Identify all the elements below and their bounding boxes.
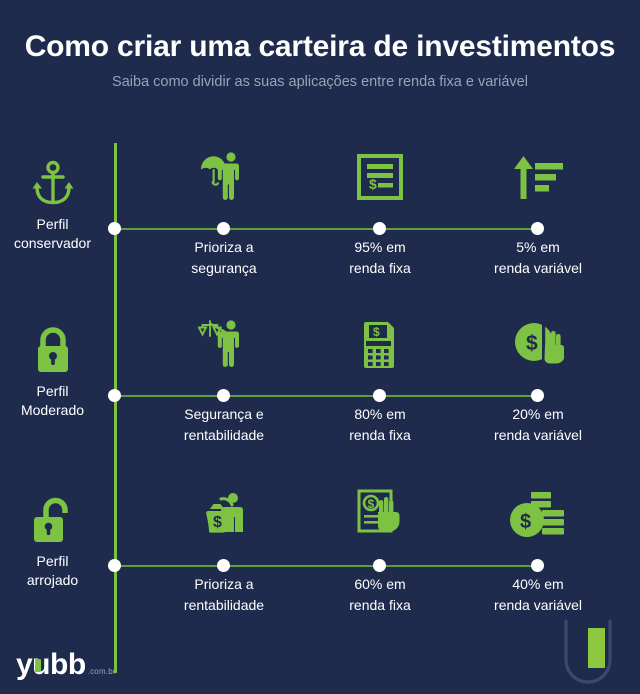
profile-label-line-1: Perfil [36,216,69,232]
step-conservador-renda-variavel: 5% em renda variável [458,143,618,279]
step-label: 60% em renda fixa [300,574,460,616]
invoice-document-icon: $ [300,143,460,205]
timeline-node-step-3 [531,559,544,572]
profile-row-moderado: Perfil Moderado [0,310,640,480]
timeline-node-step-3 [531,389,544,402]
svg-text:$: $ [369,176,377,192]
step-label: Prioriza a segurança [144,237,304,279]
svg-text:$: $ [526,332,538,355]
timeline-node-step-1 [217,222,230,235]
svg-text:$: $ [213,514,222,531]
timeline-node-origin [108,389,121,402]
person-with-money-bag-icon: $ [144,480,304,542]
step-label-line-2: rentabilidade [183,597,265,613]
stacked-coins-icon: $ [458,480,618,542]
svg-text:$: $ [368,497,375,511]
yubb-logo[interactable]: yubb .com.br [16,650,116,680]
step-label-line-1: Prioriza a [194,576,254,592]
profile-label-line-1: Perfil [36,553,69,569]
svg-text:$: $ [520,511,531,533]
profile-row-conservador: Perfil conservador Prio [0,143,640,313]
step-label-line-1: Prioriza a [194,239,254,255]
yubb-logo-wordmark: yubb [16,650,86,680]
row-connector-line [115,565,539,567]
timeline-node-step-1 [217,389,230,402]
header: Como criar uma carteira de investimentos… [0,28,640,92]
profile-label-line-1: Perfil [36,383,69,399]
row-connector-line [115,395,539,397]
step-arrojado-characteristic: $ Prioriza a rentabilidade [144,480,304,616]
step-label: 95% em renda fixa [300,237,460,279]
arrow-up-bars-icon [458,143,618,205]
profile-label-line-2: Moderado [20,402,85,418]
step-label-line-1: Segurança e [184,406,264,422]
person-with-scales-icon [144,310,304,372]
step-label: Segurança e rentabilidade [144,404,304,446]
timeline-node-origin [108,222,121,235]
step-conservador-characteristic: Prioriza a segurança [144,143,304,279]
step-arrojado-renda-variavel: $ 40% em renda variável [458,480,618,616]
step-label-line-1: 95% em [354,239,406,255]
coin-with-hand-icon: $ [458,310,618,372]
timeline-node-step-2 [373,559,386,572]
step-label-line-1: 80% em [354,406,406,422]
timeline-node-step-1 [217,559,230,572]
step-label-line-2: renda variável [494,427,582,443]
yubb-logo-accent-bar [35,659,41,672]
person-with-umbrella-icon [144,143,304,205]
step-label-line-2: segurança [191,260,257,276]
profile-label-line-2: conservador [13,235,92,251]
timeline-node-step-3 [531,222,544,235]
timeline-node-step-2 [373,389,386,402]
step-label: 80% em renda fixa [300,404,460,446]
step-label-line-2: renda variável [494,597,582,613]
step-label-line-2: renda fixa [349,427,411,443]
step-conservador-renda-fixa: $ 95% em renda fixa [300,143,460,279]
step-label-line-1: 5% em [516,239,560,255]
padlock-closed-icon [0,322,105,378]
yubb-logo-text: yubb [16,648,86,681]
yubb-logo-tld: .com.br [87,667,116,676]
step-label: Prioriza a rentabilidade [144,574,304,616]
page-subtitle: Saiba como dividir as suas aplicações en… [112,74,528,90]
timeline-vertical-axis [114,143,117,673]
step-moderado-characteristic: Segurança e rentabilidade [144,310,304,446]
card-reader-icon: $ [300,310,460,372]
profile-row-arrojado: Perfil arrojado $ [0,480,640,650]
profile-label-moderado: Perfil Moderado [0,382,105,420]
profile-label-arrojado: Perfil arrojado [0,552,105,590]
step-label-line-2: renda variável [494,260,582,276]
svg-text:$: $ [373,325,380,339]
timeline-node-origin [108,559,121,572]
padlock-open-icon [0,492,105,548]
step-arrojado-renda-fixa: $ 60% em renda fixa [300,480,460,616]
step-moderado-renda-variavel: $ 20% em renda variável [458,310,618,446]
profile-label-line-2: arrojado [26,572,79,588]
step-label: 20% em renda variável [458,404,618,446]
step-label-line-2: renda fixa [349,260,411,276]
step-moderado-renda-fixa: $ 80% em renda fixa [300,310,460,446]
anchor-icon [0,155,105,211]
profile-label-conservador: Perfil conservador [0,215,105,253]
step-label-line-1: 60% em [354,576,406,592]
step-label: 40% em renda variável [458,574,618,616]
step-label: 5% em renda variável [458,237,618,279]
step-label-line-1: 20% em [512,406,564,422]
row-connector-line [115,228,539,230]
yubb-u-watermark-icon [560,620,622,684]
page-title: Como criar uma carteira de investimentos [24,30,616,63]
step-label-line-2: rentabilidade [183,427,265,443]
banknote-with-hand-icon: $ [300,480,460,542]
step-label-line-1: 40% em [512,576,564,592]
timeline-node-step-2 [373,222,386,235]
step-label-line-2: renda fixa [349,597,411,613]
